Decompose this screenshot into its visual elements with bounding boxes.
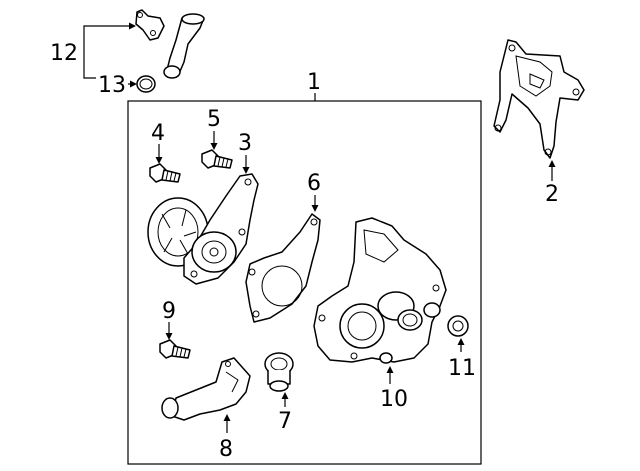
o-ring: [136, 75, 156, 93]
callout-5: 5: [207, 107, 221, 132]
water-inlet-pipe: [161, 357, 251, 421]
callout-13: 13: [98, 73, 126, 98]
callout-3: 3: [238, 131, 252, 156]
callout-6: 6: [307, 171, 321, 196]
callout-9: 9: [162, 299, 176, 324]
callout-4: 4: [151, 121, 165, 146]
assembly-frame: [127, 100, 482, 465]
seal-ring: [447, 315, 469, 337]
callout-11: 11: [448, 356, 476, 381]
thermostat-housing: [313, 217, 447, 364]
callout-2: 2: [545, 182, 559, 207]
water-outlet-pipe: [135, 9, 205, 79]
callout-10: 10: [380, 387, 408, 412]
water-pump: [147, 173, 259, 285]
bolt-9: [159, 339, 191, 359]
callout-8: 8: [219, 437, 233, 462]
callout-1: 1: [307, 70, 321, 95]
thermostat: [264, 352, 294, 392]
pump-gasket: [245, 213, 321, 323]
callout-12: 12: [50, 41, 78, 66]
bolt-4: [149, 163, 181, 183]
callout-7: 7: [278, 409, 292, 434]
gasket: [493, 39, 585, 159]
bolt-5: [201, 149, 233, 169]
